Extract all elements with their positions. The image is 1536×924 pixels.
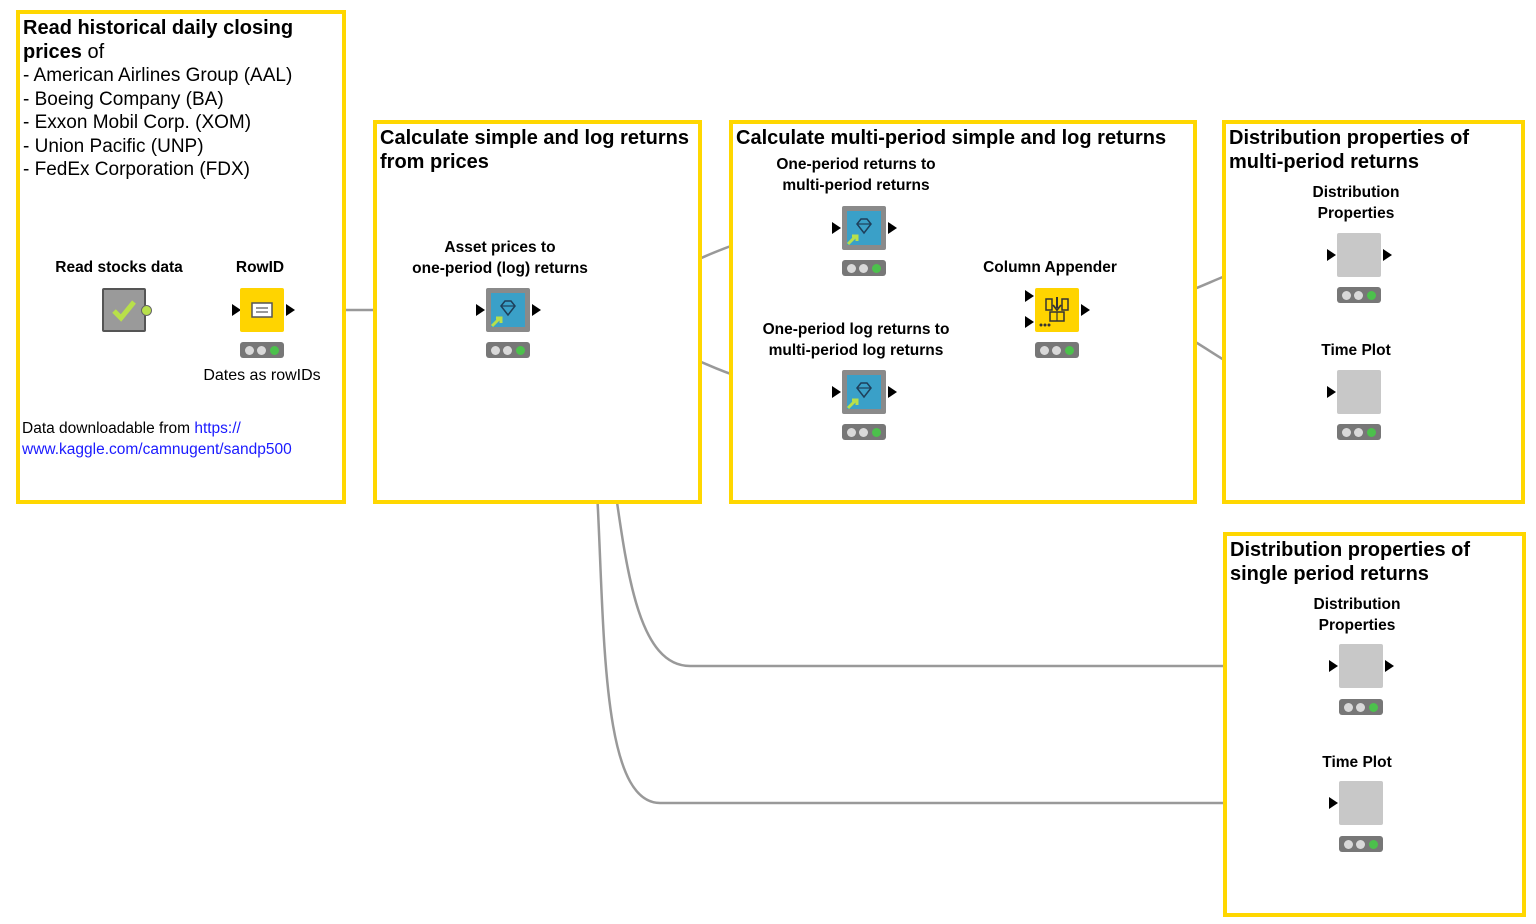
diamond-component-icon — [490, 300, 516, 328]
output-port-log-to-multi[interactable] — [888, 386, 897, 398]
output-port-dist-props-multi[interactable] — [1383, 249, 1392, 261]
annotation-multi-period-returns: Calculate multi-period simple and log re… — [729, 120, 1197, 504]
node-time-plot-single[interactable] — [1339, 781, 1383, 825]
node-label-rowid: RowID — [235, 259, 285, 276]
annotation-simple-log-title-2: from prices — [380, 151, 489, 173]
input-port-time-plot-single[interactable] — [1329, 797, 1338, 809]
node-dist-props-single[interactable] — [1339, 644, 1383, 688]
annotation-dist-multi-title: Distribution properties of — [1229, 127, 1469, 149]
diamond-component-icon — [846, 382, 872, 410]
node-label-dist-props-multi: Distribution Properties — [1313, 183, 1400, 224]
input-port-dist-props-multi[interactable] — [1327, 249, 1336, 261]
node-asset-prices[interactable] — [486, 288, 530, 332]
node-label-dist-props-multi-1: Distribution — [1312, 184, 1400, 201]
input-port-rowid[interactable] — [232, 304, 241, 316]
status-indicator-column-appender — [1035, 342, 1079, 358]
data-source-prefix: Data downloadable from — [22, 420, 195, 437]
node-time-plot-multi[interactable] — [1337, 370, 1381, 414]
node-one-to-multi[interactable] — [842, 206, 886, 250]
annotation-dist-multi-period: Distribution properties of multi-period … — [1222, 120, 1525, 504]
node-label-one-to-multi: One-period returns to multi-period retur… — [776, 155, 935, 196]
node-dist-props-multi[interactable] — [1337, 233, 1381, 277]
status-indicator-time-plot-multi — [1337, 424, 1381, 440]
annotation-read-title: Read historical daily closing — [23, 17, 294, 39]
node-label-one-to-multi-1: One-period returns to — [776, 156, 936, 173]
input-port-time-plot-multi[interactable] — [1327, 386, 1336, 398]
annotation-multi-period-title: Calculate multi-period simple and log re… — [736, 127, 1167, 149]
node-label-read-stocks: Read stocks data — [55, 259, 183, 276]
node-label-log-to-multi-1: One-period log returns to — [762, 321, 950, 338]
status-indicator-time-plot-single — [1339, 836, 1383, 852]
annotation-dist-single-title-2: single period returns — [1230, 563, 1429, 585]
node-read-stocks[interactable] — [102, 288, 146, 332]
node-label-asset-prices: Asset prices to one-period (log) returns — [412, 238, 588, 279]
node-label-time-plot-multi: Time Plot — [1321, 342, 1391, 359]
node-column-appender[interactable] — [1035, 288, 1079, 332]
stock-item: - Exxon Mobil Corp. (XOM) — [23, 112, 252, 133]
diamond-component-icon — [846, 218, 872, 246]
output-port-read-stocks[interactable] — [141, 305, 152, 316]
output-port-asset-prices[interactable] — [532, 304, 541, 316]
node-label-asset-prices-1: Asset prices to — [444, 239, 556, 256]
data-source-link-2[interactable]: www.kaggle.com/camnugent/sandp500 — [22, 441, 292, 458]
output-port-one-to-multi[interactable] — [888, 222, 897, 234]
node-label-dist-props-single-2: Properties — [1318, 616, 1396, 634]
node-label-log-to-multi-2: multi-period log returns — [768, 341, 944, 359]
input-port-one-to-multi[interactable] — [832, 222, 841, 234]
annotation-simple-log-title: Calculate simple and log returns — [380, 127, 689, 149]
node-label-one-to-multi-2: multi-period returns — [782, 176, 930, 194]
annotation-read-title-tail: of — [81, 41, 105, 63]
node-label-dist-props-multi-2: Properties — [1317, 204, 1395, 222]
status-indicator-one-to-multi — [842, 260, 886, 276]
stock-item: - Boeing Company (BA) — [23, 88, 224, 110]
input-port-column-appender-2[interactable] — [1025, 316, 1034, 328]
annotation-dist-single-title: Distribution properties of — [1230, 539, 1470, 561]
status-indicator-dist-props-multi — [1337, 287, 1381, 303]
annotation-dist-multi-title-2: multi-period returns — [1229, 151, 1420, 173]
data-source-link-1[interactable]: https:// — [194, 420, 241, 437]
node-rowid[interactable] — [240, 288, 284, 332]
stock-item: - FedEx Corporation (FDX) — [23, 159, 251, 180]
stock-item: - Union Pacific (UNP) — [23, 135, 204, 157]
node-label-log-to-multi: One-period log returns to multi-period l… — [763, 320, 950, 361]
status-indicator-asset-prices — [486, 342, 530, 358]
node-label-column-appender: Column Appender — [983, 259, 1117, 276]
column-append-icon — [1039, 297, 1069, 327]
stock-item: - American Airlines Group (AAL) — [23, 65, 293, 86]
table-icon — [251, 302, 273, 318]
status-indicator-log-to-multi — [842, 424, 886, 440]
check-icon — [112, 300, 136, 322]
node-sublabel-rowid: Dates as rowIDs — [203, 367, 321, 384]
annotation-read-prices: Read historical daily closing prices of … — [16, 10, 346, 504]
annotation-read-title-2: prices — [23, 41, 82, 63]
input-port-log-to-multi[interactable] — [832, 386, 841, 398]
output-port-column-appender[interactable] — [1081, 304, 1090, 316]
input-port-column-appender-1[interactable] — [1025, 290, 1034, 302]
node-log-to-multi[interactable] — [842, 370, 886, 414]
node-label-dist-props-single: Distribution Properties — [1314, 595, 1401, 636]
node-label-dist-props-single-1: Distribution — [1313, 596, 1401, 613]
status-indicator-rowid — [240, 342, 284, 358]
status-indicator-dist-props-single — [1339, 699, 1383, 715]
input-port-asset-prices[interactable] — [476, 304, 485, 316]
output-port-rowid[interactable] — [286, 304, 295, 316]
data-source-note: Data downloadable from https:// www.kagg… — [22, 418, 292, 460]
input-port-dist-props-single[interactable] — [1329, 660, 1338, 672]
node-label-asset-prices-2: one-period (log) returns — [412, 259, 588, 277]
annotation-dist-single-period: Distribution properties of single period… — [1223, 532, 1526, 917]
output-port-dist-props-single[interactable] — [1385, 660, 1394, 672]
node-label-time-plot-single: Time Plot — [1322, 754, 1392, 771]
